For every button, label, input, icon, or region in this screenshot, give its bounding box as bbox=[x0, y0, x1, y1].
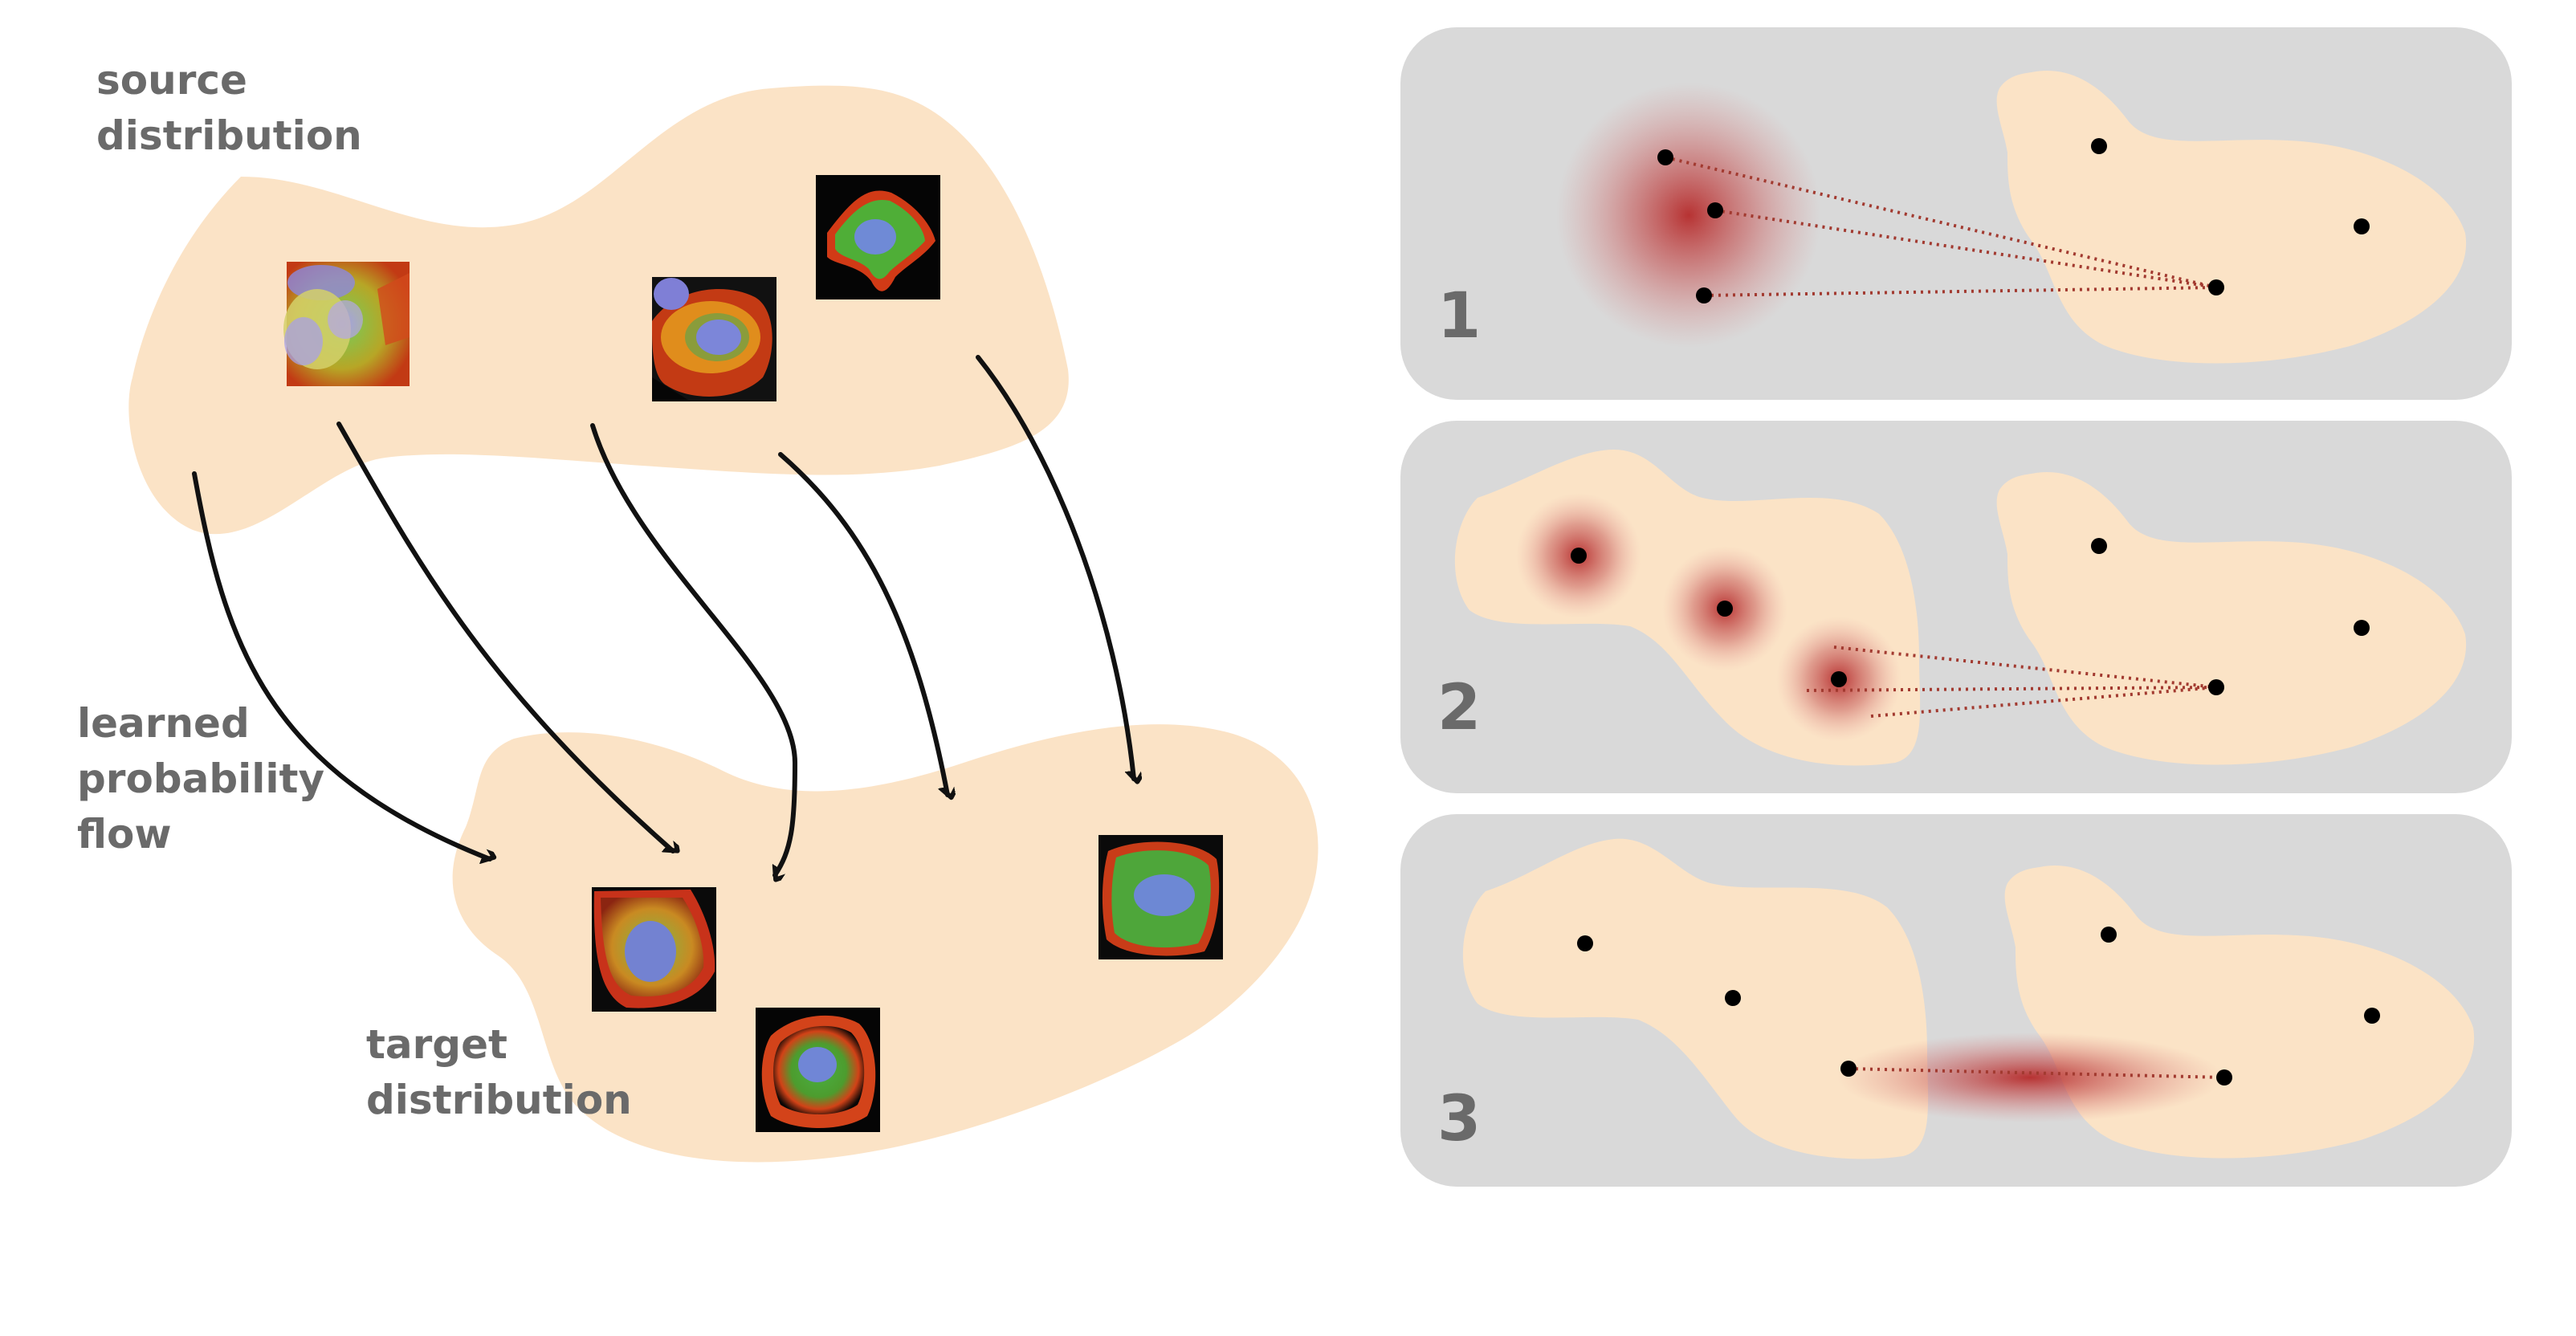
flow-arrow-1 bbox=[192, 471, 490, 859]
source-cell-image-2 bbox=[652, 277, 776, 401]
target-point bbox=[2101, 927, 2117, 943]
source-point bbox=[1707, 202, 1723, 218]
panel-3: 3 bbox=[1400, 814, 2512, 1187]
source-point bbox=[1831, 671, 1847, 687]
target-distribution-label: target distribution bbox=[366, 1021, 632, 1123]
panel-2-target-blob bbox=[1996, 472, 2467, 765]
flow-arrow-4 bbox=[778, 452, 948, 795]
target-point bbox=[2216, 1069, 2232, 1086]
flow-label-line-2: probability bbox=[77, 756, 324, 802]
panel-1-gaussian-blur bbox=[1556, 83, 1821, 348]
flow-arrows bbox=[192, 355, 1134, 875]
flow-label-line-1: learned bbox=[77, 700, 250, 747]
learned-probability-flow-label: learned probability flow bbox=[77, 700, 338, 857]
panel-1-number: 1 bbox=[1437, 280, 1481, 352]
target-label-line-2: distribution bbox=[366, 1077, 632, 1123]
source-label-line-2: distribution bbox=[96, 112, 362, 159]
source-point bbox=[1717, 601, 1733, 617]
source-distribution-label: source distribution bbox=[96, 57, 362, 159]
target-point bbox=[2354, 218, 2370, 234]
panel-3-gaussian-blur bbox=[1837, 1033, 2223, 1122]
target-point bbox=[2208, 679, 2224, 695]
target-distribution-blob bbox=[452, 724, 1319, 1163]
source-point bbox=[1657, 149, 1673, 165]
panel-2: 2 bbox=[1400, 421, 2512, 793]
panel-3-source-blob bbox=[1462, 838, 1929, 1159]
target-point bbox=[2208, 279, 2224, 295]
source-point bbox=[1571, 548, 1587, 564]
panel-2-points bbox=[1571, 538, 2370, 695]
panel-1: 1 bbox=[1400, 27, 2512, 400]
panel-3-points bbox=[1577, 927, 2380, 1086]
target-point bbox=[2354, 620, 2370, 636]
panel-1-points bbox=[1657, 138, 2370, 303]
panel-3-number: 3 bbox=[1437, 1083, 1481, 1155]
panel-3-match-lines bbox=[1848, 1067, 2225, 1079]
target-point bbox=[2364, 1008, 2380, 1024]
target-label-line-1: target bbox=[366, 1021, 507, 1068]
panel-2-number: 2 bbox=[1437, 672, 1481, 744]
source-point bbox=[1725, 990, 1741, 1006]
target-cell-image-3 bbox=[1098, 835, 1223, 959]
flow-arrow-3 bbox=[590, 423, 798, 875]
source-cell-image-1 bbox=[283, 262, 410, 386]
panel-1-match-lines bbox=[1665, 156, 2217, 297]
target-cell-image-2 bbox=[756, 1008, 880, 1132]
flow-arrow-5 bbox=[976, 355, 1134, 779]
panel-1-target-blob bbox=[1996, 71, 2467, 364]
target-cell-image-1 bbox=[592, 887, 716, 1012]
target-point bbox=[2091, 538, 2107, 554]
flow-label-line-3: flow bbox=[77, 811, 172, 857]
flow-arrow-2 bbox=[336, 422, 673, 853]
source-point bbox=[1577, 935, 1593, 951]
source-cell-image-3 bbox=[816, 175, 940, 299]
source-point bbox=[1696, 287, 1712, 303]
source-label-line-1: source bbox=[96, 57, 247, 104]
panel-2-match-lines bbox=[1806, 646, 2217, 718]
target-point bbox=[2091, 138, 2107, 154]
source-point bbox=[1840, 1061, 1857, 1077]
